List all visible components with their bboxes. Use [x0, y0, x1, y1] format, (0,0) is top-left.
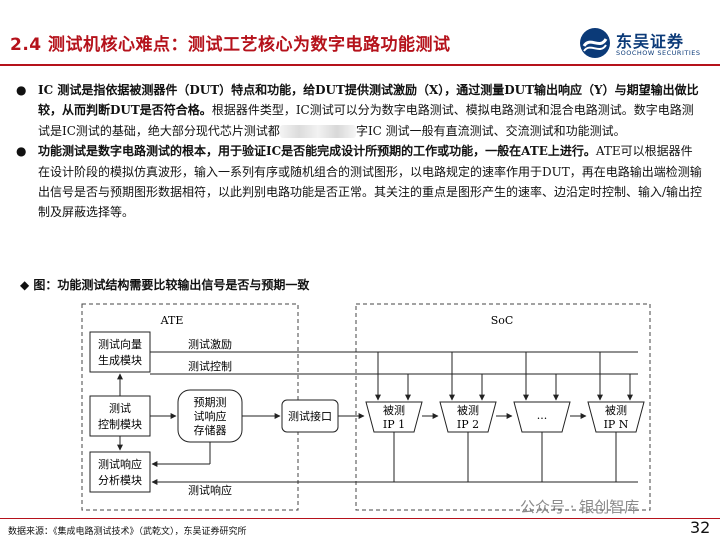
logo-subtext: SOOCHOW SECURITIES [616, 49, 701, 57]
vector-module-line1: 测试向量 [98, 337, 142, 351]
bullet-1-text-a: 根据器件类型，IC测试可以分为数字电路测试、模拟电路测试和混合电路测试。数字电路… [38, 103, 694, 138]
ate-label: ATE [160, 314, 184, 327]
soc-label: SoC [491, 314, 514, 327]
memory-line1: 预期测 [194, 396, 227, 409]
bullet-1-text-b: 字IC 测试一般有直流测试、交流测试和功能测试。 [355, 123, 626, 138]
bullet-1-bold: IC 测试是指依据被测器件（DUT）特点和功能，给DUT提供测试激励（X），通过… [38, 83, 699, 118]
ip2-line2: IP 2 [457, 418, 479, 431]
ip2-line1: 被测 [457, 404, 479, 417]
control-signal-label: 测试控制 [188, 359, 232, 373]
memory-line3: 存储器 [194, 423, 227, 437]
bullet-2-bold: 功能测试是数字电路测试的根本，用于验证IC是否能完成设计所预期的工作或功能，一般… [38, 144, 596, 159]
test-interface-label: 测试接口 [288, 410, 332, 423]
header-rule [0, 64, 720, 66]
control-module-line2: 控制模块 [98, 417, 142, 431]
expected-response-memory: 预期测 试响应 存储器 [177, 389, 243, 443]
response-analysis-module: 测试响应 分析模块 [89, 451, 151, 493]
dut-ip-2: 被测 IP 2 [439, 401, 497, 433]
signal-lines [117, 351, 638, 485]
bullet-list: ● IC 测试是指依据被测器件（DUT）特点和功能，给DUT提供测试激励（X），… [14, 80, 704, 223]
ip1-line2: IP 1 [383, 418, 405, 431]
ip-dots-label: ··· [537, 412, 548, 425]
soochow-logo-icon [580, 28, 610, 58]
dut-ip-ellipsis: ··· [513, 401, 571, 433]
soc-region [355, 303, 651, 511]
page-title: 2.4 测试机核心难点：测试工艺核心为数字电路功能测试 [10, 35, 451, 55]
function-test-diagram: ATE SoC 测试向量 生成模块 测试 控制模块 测试响应 分析模块 预期测 … [81, 303, 651, 511]
ipn-line1: 被测 [605, 404, 627, 417]
test-interface: 测试接口 [281, 399, 339, 433]
logo-text: 东吴证券 [616, 32, 685, 51]
bullet-2-text: ATE可以根据器件在设计阶段的模拟仿真波形，输入一系列有序或随机组合的测试图形，… [38, 144, 703, 220]
vector-module-line2: 生成模块 [98, 353, 142, 367]
bullet-item-2: ● 功能测试是数字电路测试的根本，用于验证IC是否能完成设计所预期的工作或功能，… [14, 141, 704, 223]
redacted-blur [279, 124, 356, 138]
footer-rule [0, 518, 720, 519]
company-logo: 东吴证券 SOOCHOW SECURITIES [578, 26, 718, 66]
memory-line2: 试响应 [194, 409, 227, 423]
ip1-line1: 被测 [383, 404, 405, 417]
page-number: 32 [690, 518, 711, 537]
bullet-marker: ● [16, 83, 27, 97]
bullet-item-1: ● IC 测试是指依据被测器件（DUT）特点和功能，给DUT提供测试激励（X），… [14, 80, 704, 141]
analysis-module-line2: 分析模块 [98, 473, 142, 487]
dut-ip-1: 被测 IP 1 [365, 401, 423, 433]
bullet-marker: ● [16, 144, 27, 159]
test-control-module: 测试 控制模块 [89, 395, 151, 437]
control-module-line1: 测试 [109, 402, 131, 415]
watermark: 公众号 · 银创智库 [520, 498, 640, 516]
ipn-line2: IP N [604, 418, 629, 431]
stimulus-label: 测试激励 [188, 337, 232, 351]
analysis-module-line1: 测试响应 [98, 457, 142, 471]
test-vector-module: 测试向量 生成模块 [89, 331, 151, 373]
data-source: 数据来源：《集成电路测试技术》（武乾文），东吴证券研究所 [8, 527, 247, 537]
response-signal-label: 测试响应 [188, 483, 232, 497]
dut-ip-n: 被测 IP N [587, 401, 645, 433]
figure-caption: ◆ 图：功能测试结构需要比较输出信号是否与预期一致 [20, 278, 310, 292]
